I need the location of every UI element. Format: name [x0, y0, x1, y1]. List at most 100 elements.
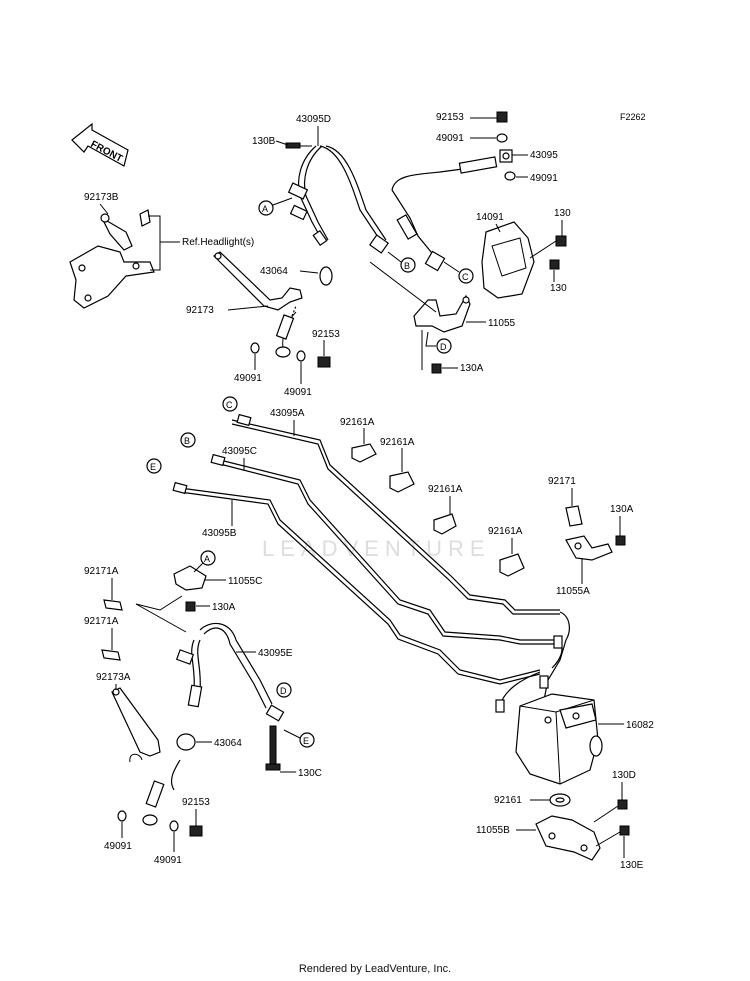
callout-B-mid: B: [180, 432, 196, 448]
svg-text:C: C: [462, 272, 469, 282]
label-92173A: 92173A: [96, 672, 131, 683]
abs-unit-16082: [495, 611, 603, 785]
grommet-43064-bottom: [176, 733, 196, 751]
label-11055A: 11055A: [556, 586, 590, 597]
label-49091-top1: 49091: [436, 133, 464, 144]
bolt-130A-top: [431, 363, 442, 374]
union-43095: [499, 149, 513, 163]
label-43095D: 43095D: [296, 114, 331, 125]
callout-C-mid: C: [222, 396, 238, 412]
label-92153-bottom: 92153: [182, 797, 210, 808]
label-11055B: 11055B: [476, 825, 510, 836]
headlight-bracket: [69, 209, 155, 309]
label-49091-bot1: 49091: [104, 841, 132, 852]
watermark: LEADVENTURE: [262, 536, 491, 561]
label-130C: 130C: [298, 768, 322, 779]
bolt-130B: [285, 142, 312, 149]
bolt-130-b: [549, 259, 560, 270]
bracket-92173A: [111, 687, 161, 757]
clamp-92161A-2: [389, 471, 415, 493]
grommet-43064-top: [319, 266, 333, 286]
label-43095B: 43095B: [202, 528, 237, 539]
bolt-130C: [265, 725, 281, 771]
label-43095E: 43095E: [258, 648, 293, 659]
label-130B: 130B: [252, 136, 276, 147]
banjo-fitting-icon: [275, 346, 291, 358]
label-43095: 43095: [530, 150, 558, 161]
footer-credit: Rendered by LeadVenture, Inc.: [298, 963, 452, 975]
washer-49091-mid1: [250, 342, 260, 354]
label-11055C: 11055C: [228, 576, 262, 587]
label-11055: 11055: [488, 318, 516, 329]
label-130A-right: 130A: [610, 504, 634, 515]
banjo-fitting-lower-icon: [142, 814, 158, 826]
callout-A-upper: A: [258, 200, 274, 216]
callout-D-lower: D: [276, 682, 292, 698]
front-arrow-icon: FRONT: [71, 122, 129, 167]
label-92173B: 92173B: [84, 192, 119, 203]
callout-D-upper: D: [436, 338, 452, 354]
label-43064-bottom: 43064: [214, 738, 242, 749]
label-16082: 16082: [626, 720, 654, 731]
label-92161A-3: 92161A: [428, 484, 463, 495]
label-130-b: 130: [550, 283, 567, 294]
label-92171A-2: 92171A: [84, 616, 119, 627]
label-92171: 92171: [548, 476, 576, 487]
bolt-130A-right: [615, 535, 626, 546]
label-92161A-1: 92161A: [340, 417, 375, 428]
bolt-130E: [595, 825, 630, 847]
clip-92171A-1: [103, 599, 123, 611]
bolt-92153-mid: [317, 356, 331, 368]
label-49091-mid1: 49091: [234, 373, 262, 384]
callout-E-mid: E: [146, 458, 162, 474]
label-43095C: 43095C: [222, 446, 257, 457]
grommet-92161: [549, 793, 571, 807]
label-43064-top: 43064: [260, 266, 288, 277]
callout-C-upper: C: [458, 268, 474, 284]
svg-text:E: E: [150, 462, 156, 472]
bolt-130-a: [529, 235, 567, 259]
bolt-92153-bottom: [189, 825, 203, 837]
washer-49091-top2: [504, 171, 516, 181]
svg-text:A: A: [204, 554, 210, 564]
label-14091: 14091: [476, 212, 504, 223]
callout-B-upper: B: [400, 257, 416, 273]
clamp-92161A-1: [351, 443, 377, 463]
washer-49091-top1: [496, 133, 508, 143]
label-92161A-2: 92161A: [380, 437, 415, 448]
clamp-92161A-3: [433, 513, 457, 535]
svg-text:A: A: [262, 204, 268, 214]
bolt-130A-mid: [185, 601, 196, 612]
bracket-92173: [213, 251, 303, 311]
label-92173: 92173: [186, 305, 214, 316]
diagram-code: F2262: [620, 112, 646, 122]
svg-text:D: D: [280, 686, 287, 696]
svg-text:E: E: [303, 736, 309, 746]
label-43095A: 43095A: [270, 408, 305, 419]
label-130A-top: 130A: [460, 363, 484, 374]
label-49091-mid2: 49091: [284, 387, 312, 398]
bracket-11055A: [565, 535, 613, 561]
label-49091-bot2: 49091: [154, 855, 182, 866]
label-92161: 92161: [494, 795, 522, 806]
label-130E: 130E: [620, 860, 644, 871]
bolt-130D: [593, 799, 628, 823]
label-130-a: 130: [554, 208, 571, 219]
bolt-92153-top: [496, 111, 508, 123]
label-92153-mid: 92153: [312, 329, 340, 340]
brake-line-43095A: [231, 419, 560, 615]
svg-text:D: D: [440, 342, 447, 352]
brake-line-upper: [391, 156, 498, 272]
bracket-11055: [413, 294, 471, 333]
label-130A-mid: 130A: [212, 602, 236, 613]
bracket-11055C: [173, 565, 207, 591]
label-92171A-1: 92171A: [84, 566, 119, 577]
ref-headlight-note: Ref.Headlight(s): [182, 237, 254, 248]
clip-92171: [565, 505, 583, 527]
brake-line-43095B: [179, 487, 541, 685]
label-49091-top2: 49091: [530, 173, 558, 184]
washer-49091-bot1: [117, 810, 127, 822]
clamp-92161A-4: [499, 553, 525, 577]
label-92153-top: 92153: [436, 112, 464, 123]
